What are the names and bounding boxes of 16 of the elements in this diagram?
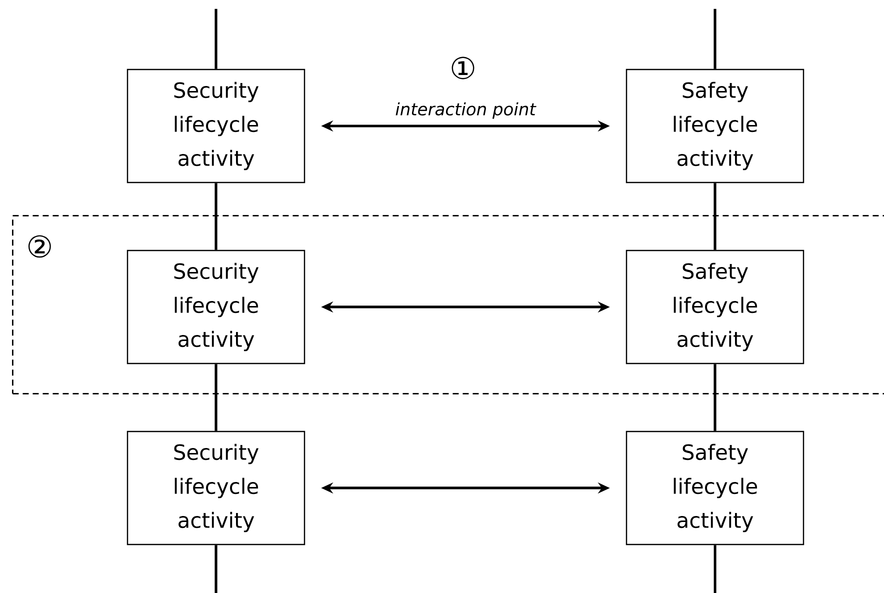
timeline-line	[714, 183, 716, 250]
activity-box: Security lifecycle activity	[126, 250, 306, 364]
timeline-line	[714, 545, 716, 593]
activity-box: Security lifecycle activity	[126, 68, 306, 184]
timeline-line	[714, 8, 716, 69]
activity-box: Security lifecycle activity	[126, 430, 306, 546]
timeline-line	[214, 364, 218, 431]
edge-label: interaction point	[394, 101, 537, 120]
activity-box: Safety lifecycle activity	[626, 250, 804, 364]
circled-number: ①	[452, 56, 474, 80]
timeline-line	[214, 183, 218, 250]
timeline-line	[214, 545, 218, 593]
timeline-line	[214, 8, 218, 69]
timeline-line	[714, 364, 716, 431]
activity-box: Safety lifecycle activity	[626, 68, 804, 184]
activity-box: Safety lifecycle activity	[626, 430, 804, 546]
